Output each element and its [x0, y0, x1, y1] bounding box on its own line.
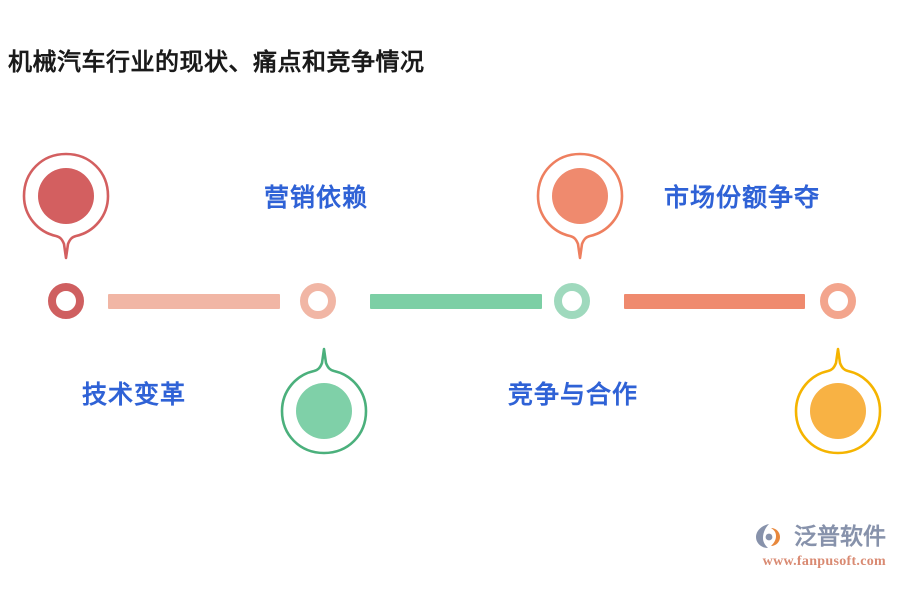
label-technology-change: 技术变革	[82, 382, 187, 409]
watermark-url: www.fanpusoft.com	[762, 554, 886, 569]
pin-yellow[interactable]	[792, 345, 884, 457]
segment-3	[624, 293, 805, 309]
label-market-share: 市场份额争夺	[664, 185, 821, 212]
axis-ring-4[interactable]	[820, 283, 856, 319]
watermark: 泛普软件 www.fanpusoft.com	[746, 522, 886, 584]
pin-competition-cooperation[interactable]	[278, 345, 370, 457]
label-marketing-dependence: 营销依赖	[264, 185, 369, 212]
axis-ring-3[interactable]	[554, 283, 590, 319]
pin-marketing-dependence[interactable]	[20, 150, 112, 262]
watermark-brand: 泛普软件	[746, 522, 886, 550]
pin-market-share[interactable]	[534, 150, 626, 262]
axis-ring-1[interactable]	[48, 283, 84, 319]
label-competition-cooperation: 竞争与合作	[508, 382, 639, 409]
segment-1	[108, 293, 280, 309]
page-title: 机械汽车行业的现状、痛点和竞争情况	[8, 50, 425, 76]
watermark-brand-text: 泛普软件	[794, 522, 886, 549]
axis-ring-2[interactable]	[300, 283, 336, 319]
segment-2	[370, 293, 542, 309]
fanpusoft-logo-icon	[756, 522, 790, 550]
